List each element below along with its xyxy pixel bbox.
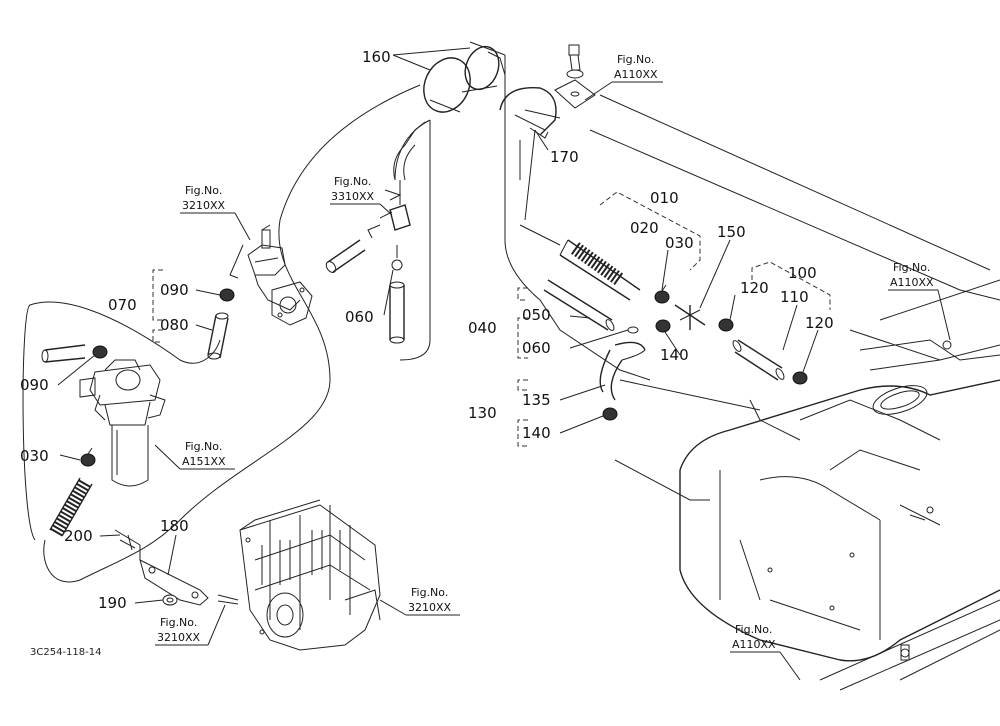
fig-ref-filter: Fig.No. A151XX: [182, 440, 226, 468]
label-200: 200: [64, 527, 93, 545]
fig-ref-heading: Fig.No.: [160, 616, 197, 629]
hose-090-icon: [41, 344, 108, 363]
label-020: 020: [630, 219, 659, 237]
hose-060-icon: [389, 245, 405, 344]
label-090-top: 090: [160, 281, 189, 299]
fig-ref-leaders: [154, 81, 951, 681]
hose-stub-icon: [325, 239, 366, 273]
label-050: 050: [522, 306, 551, 324]
fig-ref-heading: Fig.No.: [411, 586, 448, 599]
fig-ref-code: A110XX: [890, 276, 934, 289]
fig-ref-code: A151XX: [182, 455, 226, 468]
fuel-filter-icon: [79, 359, 166, 487]
label-010: 010: [650, 189, 679, 207]
label-090-left: 090: [20, 376, 49, 394]
hose-clamp-030-left-icon: [80, 447, 96, 467]
label-040: 040: [468, 319, 497, 337]
label-160: 160: [362, 48, 391, 66]
label-120-bottom: 120: [805, 314, 834, 332]
fig-ref-code: A110XX: [732, 638, 776, 651]
label-070: 070: [108, 296, 137, 314]
fig-ref-heading: Fig.No.: [185, 440, 222, 453]
fig-ref-heading: Fig.No.: [185, 184, 222, 197]
fig-ref-bracket: Fig.No. 3210XX: [157, 616, 201, 644]
label-150: 150: [717, 223, 746, 241]
hose-routing-lines: [22, 41, 801, 583]
transmission-case-icon: [239, 499, 381, 651]
label-190: 190: [98, 594, 127, 612]
fig-ref-heading: Fig.No.: [617, 53, 654, 66]
bracket-180-icon: [114, 529, 209, 606]
hose-clamp-030-icon: [654, 284, 670, 304]
label-170: 170: [550, 148, 579, 166]
fig-ref-bottom-right: Fig.No. A110XX: [732, 623, 776, 651]
drawing-code: 3C254-118-14: [30, 647, 101, 658]
hose-050-icon: [543, 279, 639, 334]
group-brackets: [152, 191, 831, 447]
label-110: 110: [780, 288, 809, 306]
label-060-right: 060: [522, 339, 551, 357]
label-135: 135: [522, 391, 551, 409]
fig-ref-pump: Fig.No. 3210XX: [182, 184, 226, 212]
label-140-bottom: 140: [522, 424, 551, 442]
fuel-pump-icon: [229, 224, 313, 326]
fig-ref-right: Fig.No. A110XX: [890, 261, 934, 289]
hose-clamp-140-icon: [655, 318, 734, 333]
fig-ref-code: 3210XX: [182, 199, 226, 212]
corrugated-hose-icon: [49, 477, 93, 537]
part-leaders: [57, 47, 819, 604]
label-030-left: 030: [20, 447, 49, 465]
fig-ref-heading: Fig.No.: [735, 623, 772, 636]
fig-ref-heading: Fig.No.: [334, 175, 371, 188]
fig-ref-code: 3310XX: [331, 190, 375, 203]
label-120-top: 120: [740, 279, 769, 297]
fig-ref-heading: Fig.No.: [893, 261, 930, 274]
label-080: 080: [160, 316, 189, 334]
label-130: 130: [468, 404, 497, 422]
hose-band-icon: [423, 45, 561, 139]
label-140-top: 140: [660, 346, 689, 364]
fig-ref-transmission: Fig.No. 3210XX: [408, 586, 452, 614]
hose-135-icon: [599, 341, 646, 421]
tee-joint-150-icon: [674, 304, 706, 330]
fuel-tank-icon: [589, 94, 1000, 691]
label-180: 180: [160, 517, 189, 535]
nut-190-icon: [162, 594, 178, 606]
tee-joint-icon: [367, 121, 426, 239]
label-030-right: 030: [665, 234, 694, 252]
label-100: 100: [788, 264, 817, 282]
label-060-left: 060: [345, 308, 374, 326]
hose-110-icon: [732, 339, 808, 385]
fig-ref-code: A110XX: [614, 68, 658, 81]
fig-ref-top-right: Fig.No. A110XX: [614, 53, 658, 81]
fig-ref-code: 3210XX: [157, 631, 201, 644]
bolt-icon: [217, 594, 239, 605]
fig-ref-code: 3210XX: [408, 601, 452, 614]
hose-080-icon: [207, 288, 235, 360]
mounting-bolt-icon: [554, 44, 596, 109]
fig-ref-tee: Fig.No. 3310XX: [331, 175, 375, 203]
hose-020-icon: [519, 224, 641, 301]
